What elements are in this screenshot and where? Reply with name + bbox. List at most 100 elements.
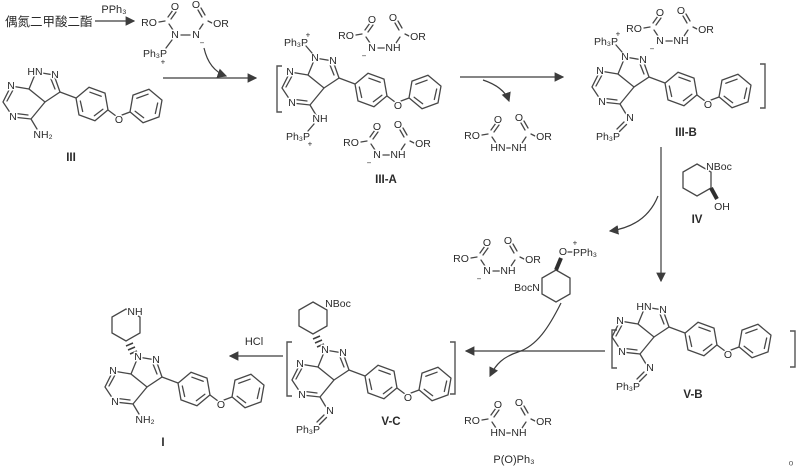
dicarboxylate-skeleton (470, 243, 525, 272)
piperidine-ring (298, 301, 328, 335)
phosphonium-label: Ph₃P (284, 37, 308, 49)
atom-label: RO (464, 415, 480, 427)
atom-label: O (394, 119, 402, 131)
atom-label: N (339, 347, 347, 359)
compound-label-i: I (161, 437, 164, 449)
atom-label: N (134, 351, 142, 363)
atom-label: NH (390, 149, 405, 161)
atom-label: N (483, 265, 491, 277)
phosphonium-label: PPh₃ (573, 247, 597, 259)
bracket-iiia-left (276, 65, 282, 113)
structure-vb: N N HN N O N Ph₃P (612, 300, 776, 395)
amine-label: NH₂ (33, 129, 52, 141)
charge-plus: + (308, 140, 313, 149)
atom-label: O (389, 12, 397, 24)
compound-label-vb: V-B (683, 389, 702, 401)
atom-label: HN (636, 301, 651, 313)
charge-plus: + (306, 31, 311, 40)
bracket-iiib-right (760, 63, 766, 109)
opph3-byproduct-label: P(O)Ph₃ (493, 454, 534, 466)
ether-oxygen: O (704, 99, 712, 111)
atom-label: O (171, 1, 179, 13)
bracket-vb-left (611, 329, 617, 369)
atom-label: O (373, 121, 381, 133)
atom-label: N (659, 304, 667, 316)
atom-label: N (111, 396, 119, 408)
bracket-vb-right (790, 330, 796, 368)
iminophosphorane-label: Ph₃P (596, 131, 620, 143)
atom-label: N (329, 55, 337, 67)
pyrazolopyrimidine-skeleton (292, 350, 456, 407)
charge-plus: + (616, 30, 621, 39)
atom-label: NH (312, 113, 327, 125)
atom-label: O (192, 0, 200, 11)
charge-minus: − (367, 159, 372, 168)
pyrazolopyrimidine-skeleton (105, 357, 269, 414)
atom-label: HN (490, 427, 505, 439)
structure-iiia: N N N N O Ph₃P + NH Ph₃P + (282, 30, 446, 150)
structure-iii: N N HN N O NH₂ (3, 65, 167, 143)
atom-label: N (616, 315, 624, 327)
iminophosphorane-label: Ph₃P (616, 381, 640, 393)
pph3-reagent-label: PPh₃ (101, 4, 126, 16)
atom-label: N (621, 51, 629, 63)
atom-label: N (368, 42, 376, 54)
structure-iv: NBoc OH (682, 160, 733, 215)
azodicarboxylate-reagent-text: 偶氮二甲酸二酯 (5, 14, 93, 29)
atom-label: RO (453, 253, 469, 265)
structure-vc: NBoc N N N N O N Ph₃P (292, 297, 456, 438)
atom-label: OR (536, 131, 552, 143)
atom-label: N (626, 112, 634, 124)
charge-minus: − (477, 275, 482, 284)
atom-label: N (639, 54, 647, 66)
nboc-label: NBoc (325, 298, 351, 310)
atom-label: N (618, 346, 626, 358)
iminophosphorane-label: Ph₃P (296, 424, 320, 436)
atom-label: NH (385, 42, 400, 54)
bracket-vc-left (286, 341, 292, 397)
ether-oxygen: O (217, 399, 225, 411)
compound-label-vc: V-C (381, 416, 400, 428)
charge-minus: − (650, 45, 655, 54)
curved-arrow-byproducts-out (489, 302, 562, 378)
atom-label: N (51, 69, 59, 81)
wedge-bond (709, 187, 719, 200)
atom-label: O (559, 246, 567, 258)
dicarboxylate-skeleton (355, 20, 410, 49)
atom-label: NH (511, 427, 526, 439)
atom-label: N (7, 80, 15, 92)
structure-hydrazide-mid: RO O O HN NH OR (463, 111, 554, 156)
dicarboxylate-skeleton (158, 7, 213, 36)
charge-plus: + (161, 58, 166, 67)
atom-label: RO (343, 137, 359, 149)
atom-label: OR (536, 416, 552, 428)
ether-oxygen: O (404, 392, 412, 404)
pyrazolopyrimidine-skeleton (282, 58, 446, 115)
compound-label-iv: IV (692, 214, 703, 226)
amine-label: NH₂ (135, 414, 154, 426)
hcl-label: HCl (245, 336, 263, 348)
atom-label: N (288, 97, 296, 109)
ether-oxygen: O (115, 114, 123, 126)
structure-iiib: N N N N O Ph₃P + N Ph₃P (592, 29, 756, 145)
atom-label: NH (500, 265, 515, 277)
charge-minus: − (200, 39, 205, 48)
phosphonium-label: Ph₃P (143, 48, 167, 60)
atom-label: OR (525, 254, 541, 266)
compound-label-iii: III (66, 152, 76, 164)
atom-label: OR (410, 31, 426, 43)
atom-label: N (598, 96, 606, 108)
wedge-bond (554, 257, 563, 271)
piperidine-ring (541, 269, 571, 303)
atom-label: N (596, 65, 604, 77)
atom-label: O (515, 112, 523, 124)
atom-label: RO (141, 17, 157, 29)
atom-label: O (494, 399, 502, 411)
atom-label: N (311, 52, 319, 64)
charge-minus: − (362, 52, 367, 61)
atom-label: N (296, 358, 304, 370)
atom-label: O (483, 237, 491, 249)
atom-label: O (515, 397, 523, 409)
